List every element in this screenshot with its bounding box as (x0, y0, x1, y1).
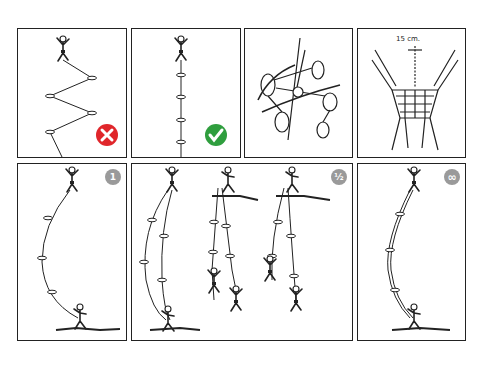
half-ropes (140, 167, 331, 331)
zigzag-rope (46, 36, 119, 157)
dimension-label: 15 cm. (395, 36, 421, 43)
single-rope (38, 167, 121, 330)
badge-text: ∞ (447, 172, 456, 183)
straight-rope (175, 36, 227, 157)
rope-type-badge: 1 (105, 169, 121, 185)
gear-sketch (258, 38, 340, 140)
panel-frames (18, 29, 466, 341)
rope-type-badge: ½ (331, 169, 347, 185)
twin-ropes (386, 167, 451, 330)
rope-type-badge: ∞ (444, 169, 460, 185)
badge-text: 1 (110, 173, 116, 182)
harness-sketch (372, 46, 458, 150)
badge-text: ½ (334, 173, 343, 182)
